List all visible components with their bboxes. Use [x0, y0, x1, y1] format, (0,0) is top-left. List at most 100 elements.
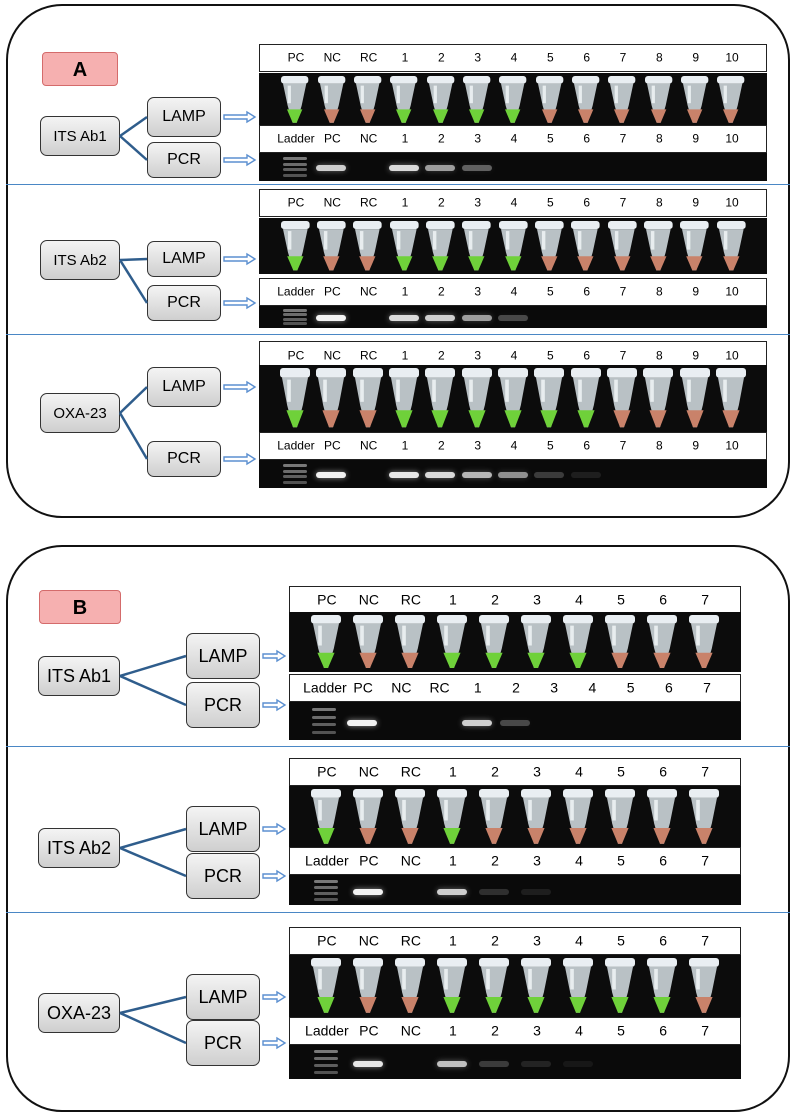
- pcr-band: [461, 719, 492, 726]
- lamp-tube-11: [679, 368, 710, 428]
- pcr-band: [425, 315, 456, 322]
- lamp-tube-11: [680, 220, 710, 271]
- lamp-tube-5: [521, 615, 552, 668]
- lamp-tube-10: [644, 220, 673, 271]
- pcr-band: [521, 1060, 552, 1067]
- pcr-lane-label: PC: [323, 131, 341, 146]
- pcr-band: [521, 888, 552, 895]
- pcr-lane-label: 4: [575, 852, 583, 869]
- lamp-tube-9: [607, 368, 638, 428]
- ladder-band: [311, 730, 336, 734]
- lamp-lane-label: 6: [659, 932, 668, 949]
- lamp-method-box: LAMP: [147, 241, 221, 277]
- ladder-band: [282, 157, 307, 161]
- ladder-band: [311, 715, 336, 719]
- lamp-tube-1: [352, 615, 383, 668]
- lamp-tube-8: [647, 789, 678, 844]
- lamp-tube-3: [388, 368, 419, 428]
- lamp-tube-1: [317, 75, 345, 123]
- pcr-band: [478, 888, 509, 895]
- pcr-lane-label: 8: [656, 131, 663, 146]
- lamp-lane-label: 3: [474, 50, 481, 65]
- lamp-tube-7: [534, 368, 565, 428]
- pcr-lane-label: 1: [401, 438, 409, 453]
- lamp-lane-label: 5: [546, 348, 554, 363]
- lamp-tube-8: [572, 75, 600, 123]
- ladder-band: [313, 879, 338, 883]
- lamp-tube-3: [436, 789, 467, 844]
- pcr-lane-label: 6: [659, 1022, 668, 1039]
- lamp-method-box: LAMP: [147, 367, 221, 407]
- pcr-connector: [118, 412, 149, 460]
- lamp-tube-4: [426, 75, 454, 123]
- pcr-lane-label: 10: [725, 131, 739, 146]
- lamp-arrow-icon: [223, 110, 257, 124]
- row-divider: [6, 746, 790, 747]
- ladder-band: [313, 891, 338, 895]
- lamp-lane-label: 9: [692, 195, 700, 210]
- lamp-arrow-icon: [223, 380, 257, 394]
- pcr-lane-label: 4: [575, 1022, 583, 1039]
- lamp-lane-label: 2: [437, 195, 445, 210]
- ladder-band: [282, 322, 307, 326]
- ladder-band: [282, 317, 307, 321]
- lamp-tube-10: [644, 75, 673, 123]
- lamp-lane-label: 8: [656, 195, 663, 210]
- pcr-band: [498, 315, 528, 322]
- lamp-connector: [119, 827, 187, 850]
- lamp-lane-label: NC: [358, 932, 379, 949]
- lamp-lane-label: PC: [287, 195, 305, 210]
- lamp-tube-2: [394, 958, 425, 1013]
- pcr-lane-label: 4: [588, 679, 597, 696]
- gene-label-oxa-23: OXA-23: [40, 393, 120, 433]
- pcr-lane-label: 7: [619, 131, 627, 146]
- pcr-lane-label: 3: [474, 131, 481, 146]
- pcr-lane-label: NC: [400, 852, 422, 869]
- lamp-tube-4: [425, 368, 456, 428]
- lamp-lane-label: NC: [358, 763, 379, 780]
- lamp-lane-label: PC: [317, 763, 337, 780]
- gene-label-its-ab1: ITS Ab1: [38, 656, 120, 696]
- pcr-band: [316, 472, 347, 479]
- lamp-tube-1: [352, 958, 383, 1013]
- lamp-lane-label: 7: [701, 763, 710, 780]
- pcr-band: [498, 472, 528, 479]
- lamp-tube-photo: [289, 955, 741, 1017]
- pcr-lane-label: 10: [725, 438, 739, 453]
- lamp-tube-7: [535, 75, 563, 123]
- lamp-tube-1: [316, 368, 347, 428]
- lamp-lane-label: 6: [583, 50, 591, 65]
- pcr-lane-label: 7: [701, 852, 710, 869]
- lamp-tube-9: [608, 75, 636, 123]
- lamp-tube-2: [394, 789, 425, 844]
- ladder-band: [313, 897, 338, 901]
- pcr-band: [388, 315, 419, 322]
- lamp-lane-label: NC: [358, 591, 379, 608]
- pcr-arrow-icon: [262, 698, 287, 712]
- pcr-lane-label: 6: [664, 679, 673, 696]
- lamp-lane-label: PC: [317, 591, 337, 608]
- pcr-lane-label: NC: [359, 131, 378, 146]
- lamp-method-box: LAMP: [147, 97, 221, 137]
- lamp-lane-label: 9: [692, 50, 700, 65]
- lamp-lane-label: RC: [359, 348, 378, 363]
- pcr-gel-image: [289, 875, 741, 905]
- lamp-tube-12: [717, 75, 745, 123]
- lamp-tube-5: [461, 368, 492, 428]
- ladder-band: [313, 1057, 338, 1061]
- pcr-band: [425, 165, 456, 172]
- pcr-band: [316, 165, 347, 172]
- pcr-band: [436, 1060, 467, 1067]
- lamp-tube-7: [605, 958, 636, 1013]
- ladder-band: [313, 1063, 338, 1067]
- lamp-lane-label: 8: [656, 348, 663, 363]
- pcr-lane-label: NC: [359, 284, 378, 299]
- ladder-band: [282, 475, 307, 479]
